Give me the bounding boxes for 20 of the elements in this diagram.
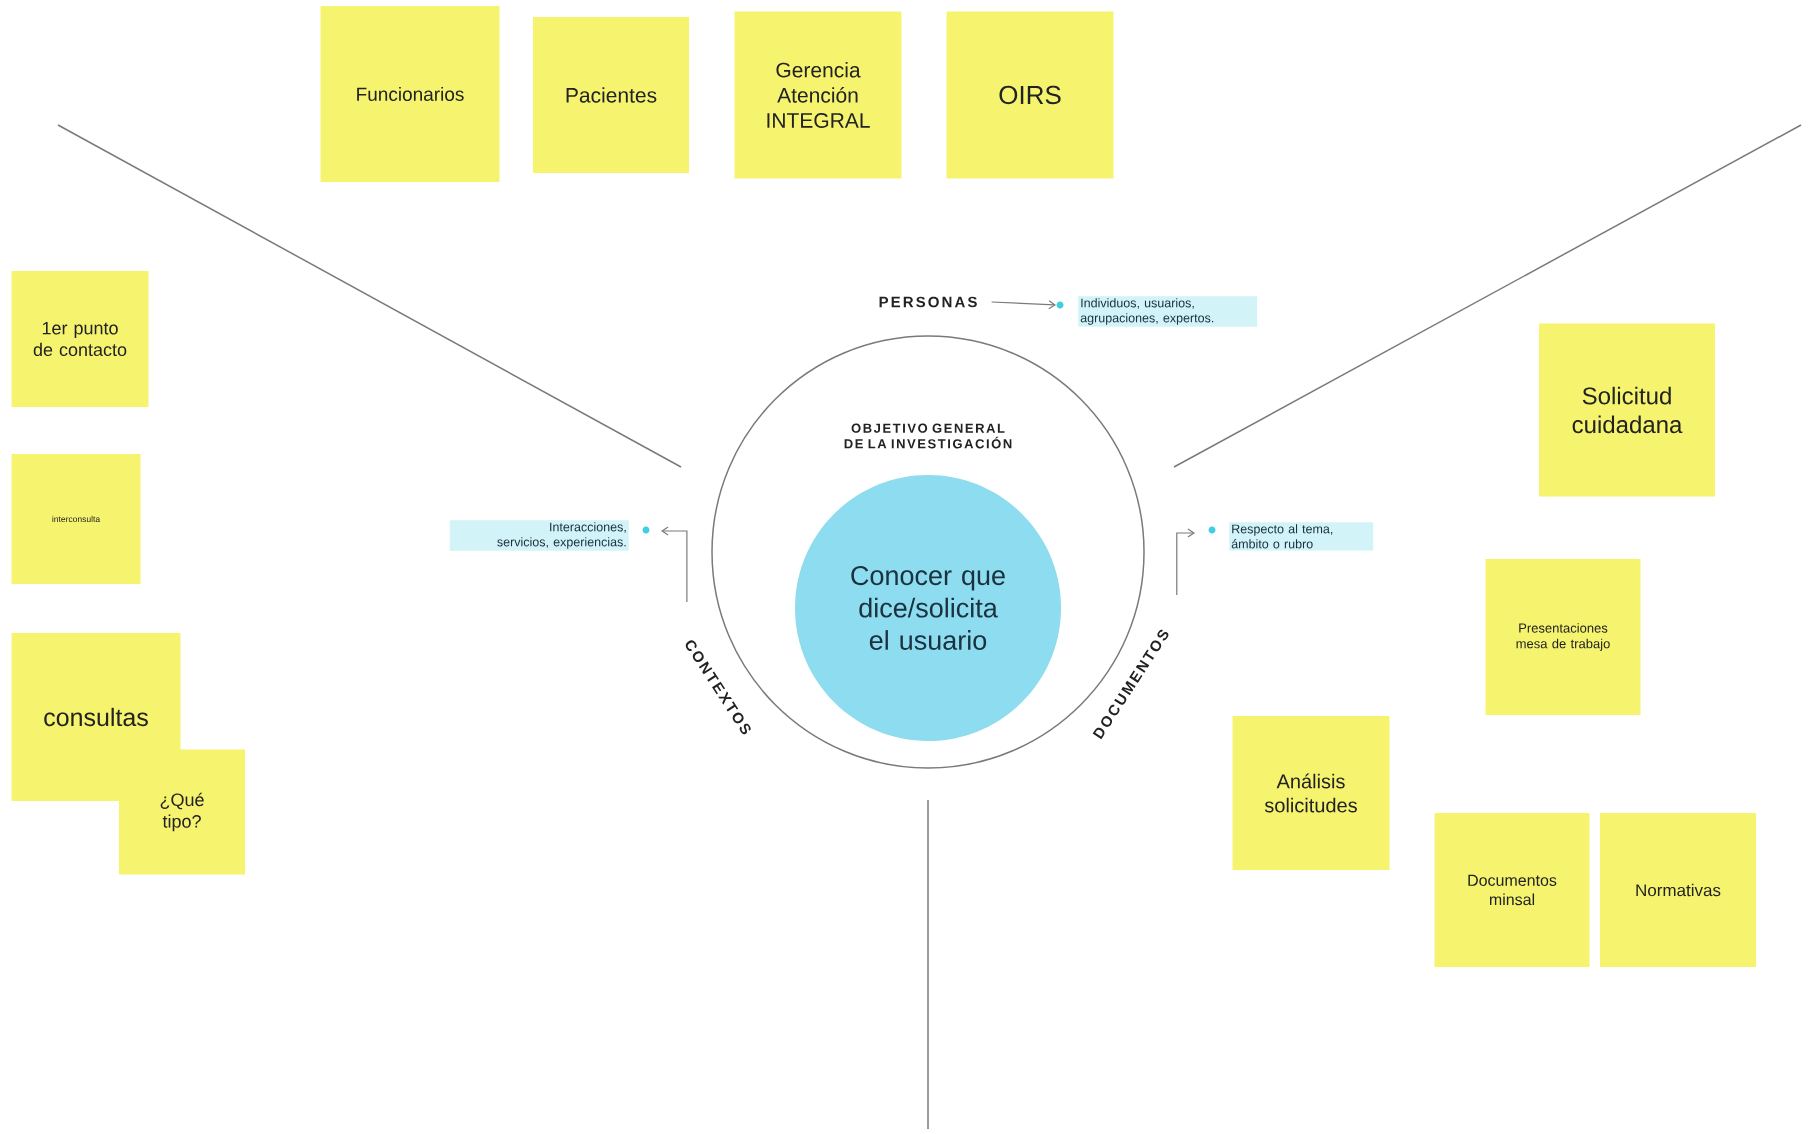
arrow: [991, 300, 1056, 310]
sticky-note: OIRS: [946, 11, 1114, 179]
sticky-note: Pacientes: [533, 17, 689, 173]
sticky-note: Solicitud cuidadana: [1539, 323, 1715, 497]
sticky-note: Normativas: [1600, 813, 1756, 967]
highlighted-note: Interacciones, servicios, experiencias.: [449, 520, 629, 551]
sticky-note: ¿Qué tipo?: [119, 749, 245, 875]
sticky-note: Análisis solicitudes: [1232, 716, 1390, 870]
sticky-note: Funcionarios: [320, 6, 500, 182]
highlighted-note: Individuos, usuarios, agrupaciones, expertos.: [1078, 296, 1258, 327]
section-heading: OBJETIVO GENERAL DE LA INVESTIGACIÓN: [844, 423, 1012, 449]
arrow: [661, 526, 688, 603]
sticky-note: Gerencia Atención INTEGRAL: [734, 11, 902, 179]
sticky-note: interconsulta: [11, 454, 141, 584]
sticky-note: Presentaciones mesa de trabajo: [1485, 559, 1641, 715]
arrow: [1176, 528, 1195, 596]
category-label: PERSONAS: [879, 296, 977, 308]
sticky-note: 1er punto de contacto: [11, 271, 149, 407]
sticky-note: Documentos minsal: [1434, 813, 1590, 967]
highlighted-note: Respecto al tema, ámbito o rubro: [1229, 522, 1374, 551]
